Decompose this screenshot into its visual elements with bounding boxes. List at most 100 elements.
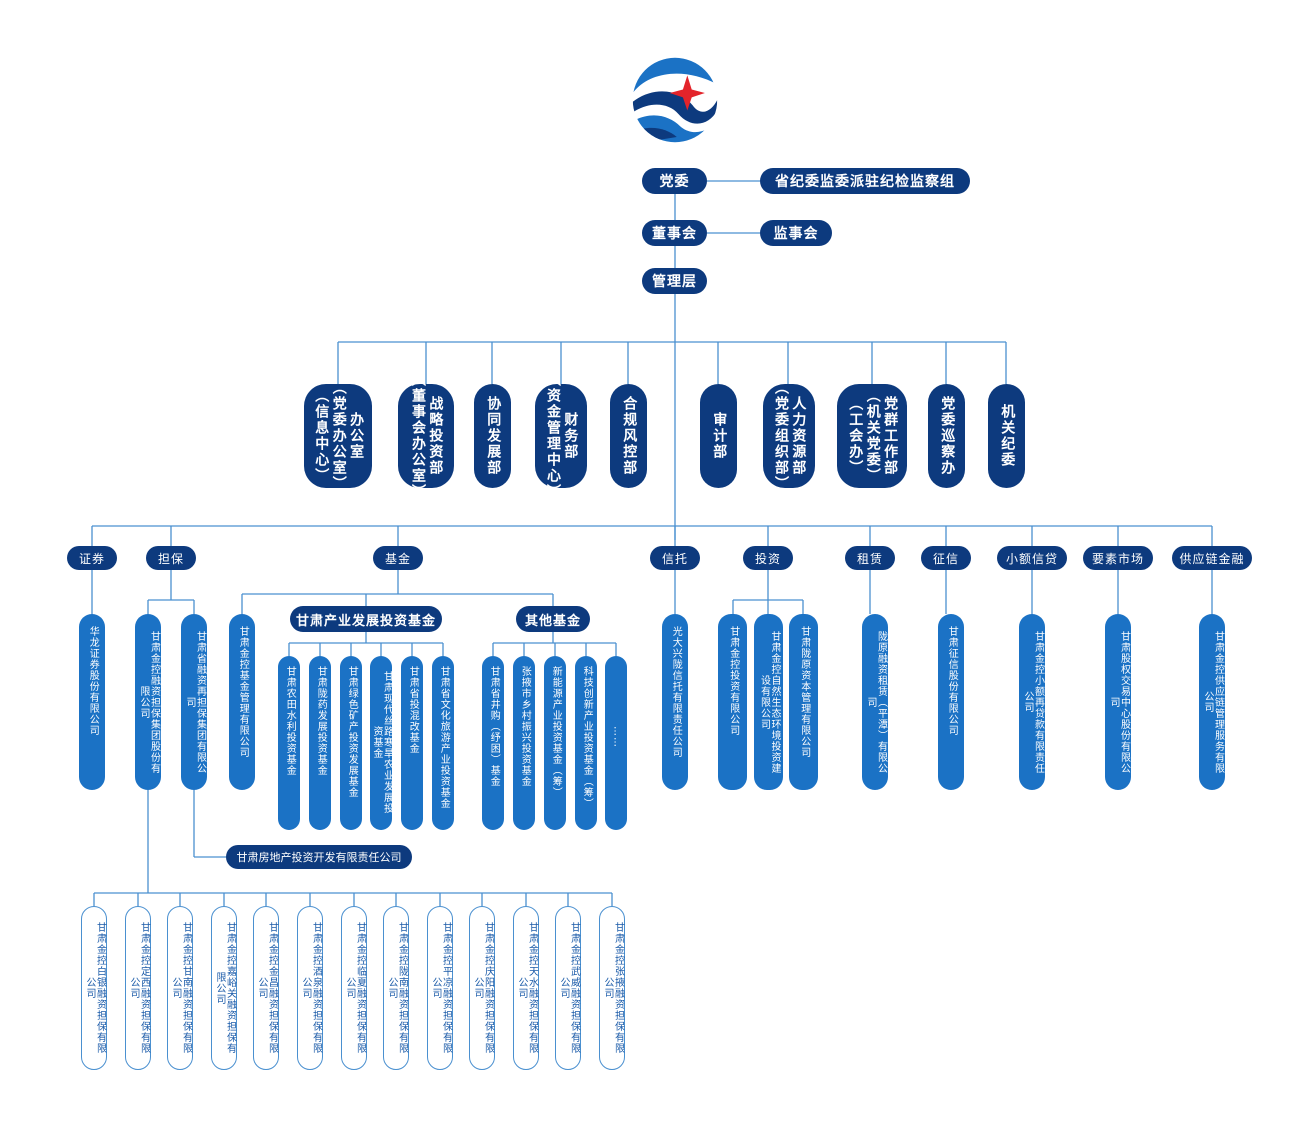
fund-label: 新能源产业投资基金（筹）	[550, 666, 562, 798]
company-label: 光大兴陇信托有限责任公司	[670, 626, 682, 758]
subsidiary-label: 甘肃金控庆阳融资担保有限公司	[472, 922, 494, 1054]
investment-company: 甘肃金控自然生态环境投资建设有限公司	[754, 614, 783, 790]
guarantee-subsidiary: 甘肃金控酒泉融资担保有限公司	[297, 906, 323, 1070]
sector-credit: 征信	[921, 546, 971, 570]
industry-fund-group: 甘肃产业发展投资基金	[290, 606, 442, 632]
company-label: 甘肃金控融资担保集团股份有限公司	[138, 630, 160, 774]
dept-label: 协同发展部	[485, 396, 502, 476]
subsidiary-label: 甘肃金控平凉融资担保有限公司	[430, 922, 452, 1054]
dept-label: 办公室	[348, 412, 365, 460]
subsidiary-label: 甘肃金控临夏融资担保有限公司	[344, 922, 366, 1054]
company-reguarantee-group: 甘肃省融资再担保集团有限公司	[181, 614, 207, 790]
supervisors-box: 监事会	[760, 220, 832, 246]
other-fund: 张掖市乡村振兴投资基金	[513, 656, 535, 830]
dept-label: 战略投资部	[427, 396, 444, 476]
party-committee-box: 党委	[642, 168, 707, 194]
guarantee-subsidiary: 甘肃金控金昌融资担保有限公司	[253, 906, 279, 1070]
dept-label: 机关纪委	[999, 404, 1016, 468]
dept-label: 党群工作部	[882, 396, 899, 476]
dept-label: （资金管理中心）	[545, 372, 561, 500]
dept-label: （党委组织部）	[773, 380, 789, 492]
dept-label: （工会办）	[847, 396, 864, 476]
industry-fund: 甘肃陇药发展投资基金	[309, 656, 331, 830]
company-label: 甘肃征信股份有限公司	[946, 626, 958, 736]
guarantee-subsidiary: 甘肃金控甘南融资担保有限公司	[167, 906, 193, 1070]
discipline-group-box: 省纪委监委派驻纪检监察组	[760, 168, 970, 194]
fund-label: 甘肃省投混改基金	[407, 666, 419, 754]
guarantee-subsidiary: 甘肃金控武威融资担保有限公司	[555, 906, 581, 1070]
company-credit: 甘肃征信股份有限公司	[938, 614, 964, 790]
company-label: 甘肃金控基金管理有限公司	[237, 626, 249, 758]
company-guarantee-group: 甘肃金控融资担保集团股份有限公司	[135, 614, 161, 790]
guarantee-subsidiary: 甘肃金控天水融资担保有限公司	[513, 906, 539, 1070]
sector-trust: 信托	[650, 546, 700, 570]
fund-label: 张掖市乡村振兴投资基金	[519, 666, 531, 787]
fund-label: 甘肃陇药发展投资基金	[315, 666, 327, 776]
fund-label: 甘肃农田水利投资基金	[284, 666, 296, 776]
fund-label: 科技创新产业投资基金（筹）	[581, 666, 593, 809]
sector-leasing: 租赁	[845, 546, 895, 570]
management-box: 管理层	[642, 268, 707, 294]
dept-label: （信息中心）	[313, 388, 330, 484]
subsidiary-label: 甘肃金控陇南融资担保有限公司	[386, 922, 408, 1054]
subsidiary-label: 甘肃金控嘉峪关融资担保有限公司	[214, 922, 236, 1054]
industry-fund: 甘肃省文化旅游产业投资基金	[432, 656, 454, 830]
dept-label: （党委办公室）	[330, 380, 347, 492]
subsidiary-label: 甘肃金控武威融资担保有限公司	[558, 922, 580, 1054]
investment-company: 甘肃金控投资有限公司	[718, 614, 747, 790]
dept-synergy: 协同发展部	[474, 384, 511, 488]
company-securities: 华龙证券股份有限公司	[79, 614, 105, 790]
other-fund: 科技创新产业投资基金（筹）	[575, 656, 597, 830]
company-trust: 光大兴陇信托有限责任公司	[662, 614, 688, 790]
guarantee-subsidiary: 甘肃金控平凉融资担保有限公司	[427, 906, 453, 1070]
sector-guarantee: 担保	[146, 546, 196, 570]
company-label: 陇原融资租赁（平潭）有限公司	[865, 630, 887, 774]
dept-label: 党委巡察办	[939, 396, 956, 476]
dept-audit: 审计部	[700, 384, 737, 488]
fund-label: 甘肃绿色矿产投资发展基金	[346, 666, 358, 798]
industry-fund: 甘肃现代丝路寒旱农业发展投资基金	[370, 656, 393, 830]
subsidiary-label: 甘肃金控酒泉融资担保有限公司	[300, 922, 322, 1054]
company-label: 华龙证券股份有限公司	[87, 626, 99, 736]
guarantee-subsidiary: 甘肃金控白银融资担保有限公司	[81, 906, 107, 1070]
dept-finance: 财务部（资金管理中心）	[535, 372, 587, 500]
dept-label: （机关党委）	[864, 388, 881, 484]
company-real-estate: 甘肃房地产投资开发有限责任公司	[226, 845, 412, 869]
dept-label: （董事会办公室）	[410, 372, 426, 500]
company-label: 甘肃金控小额再贷款有限责任公司	[1022, 630, 1044, 774]
company-label: 甘肃金控投资有限公司	[727, 626, 739, 736]
company-leasing: 陇原融资租赁（平潭）有限公司	[862, 614, 888, 790]
company-fund-management: 甘肃金控基金管理有限公司	[229, 614, 255, 790]
other-fund: 甘肃省井购（纾困）基金	[482, 656, 504, 830]
investment-company: 甘肃陇原资本管理有限公司	[789, 614, 818, 790]
dept-party-affairs: 党群工作部（机关党委）（工会办）	[837, 384, 907, 488]
wave-logo-icon	[632, 57, 718, 143]
board-box: 董事会	[642, 220, 707, 246]
dept-label: 财务部	[562, 412, 579, 460]
sector-securities: 证券	[67, 546, 117, 570]
sector-fund: 基金	[373, 546, 423, 570]
fund-label: ……	[611, 726, 623, 748]
company-exchange: 甘肃股权交易中心股份有限公司	[1105, 614, 1131, 790]
subsidiary-label: 甘肃金控天水融资担保有限公司	[516, 922, 538, 1054]
industry-fund: 甘肃农田水利投资基金	[278, 656, 300, 830]
subsidiary-label: 甘肃金控定西融资担保有限公司	[128, 922, 150, 1054]
fund-label: 甘肃省井购（纾困）基金	[488, 666, 500, 787]
subsidiary-label: 甘肃金控甘南融资担保有限公司	[170, 922, 192, 1054]
other-fund-group: 其他基金	[516, 606, 590, 632]
dept-strategy: 战略投资部（董事会办公室）	[398, 372, 454, 500]
dept-inspection: 党委巡察办	[928, 384, 965, 488]
dept-label: 审计部	[711, 412, 728, 460]
guarantee-subsidiary: 甘肃金控定西融资担保有限公司	[125, 906, 151, 1070]
other-fund: 新能源产业投资基金（筹）	[544, 656, 566, 830]
company-supply-chain: 甘肃金控供应链管理服务有限公司	[1199, 614, 1225, 790]
sector-microloan: 小额信贷	[997, 546, 1067, 570]
subsidiary-label: 甘肃金控金昌融资担保有限公司	[256, 922, 278, 1054]
dept-label: 合规风控部	[621, 396, 638, 476]
guarantee-subsidiary: 甘肃金控陇南融资担保有限公司	[383, 906, 409, 1070]
fund-label: 甘肃省文化旅游产业投资基金	[438, 666, 450, 809]
subsidiary-label: 甘肃金控白银融资担保有限公司	[84, 922, 106, 1054]
company-label: 甘肃金控自然生态环境投资建设有限公司	[758, 630, 781, 774]
